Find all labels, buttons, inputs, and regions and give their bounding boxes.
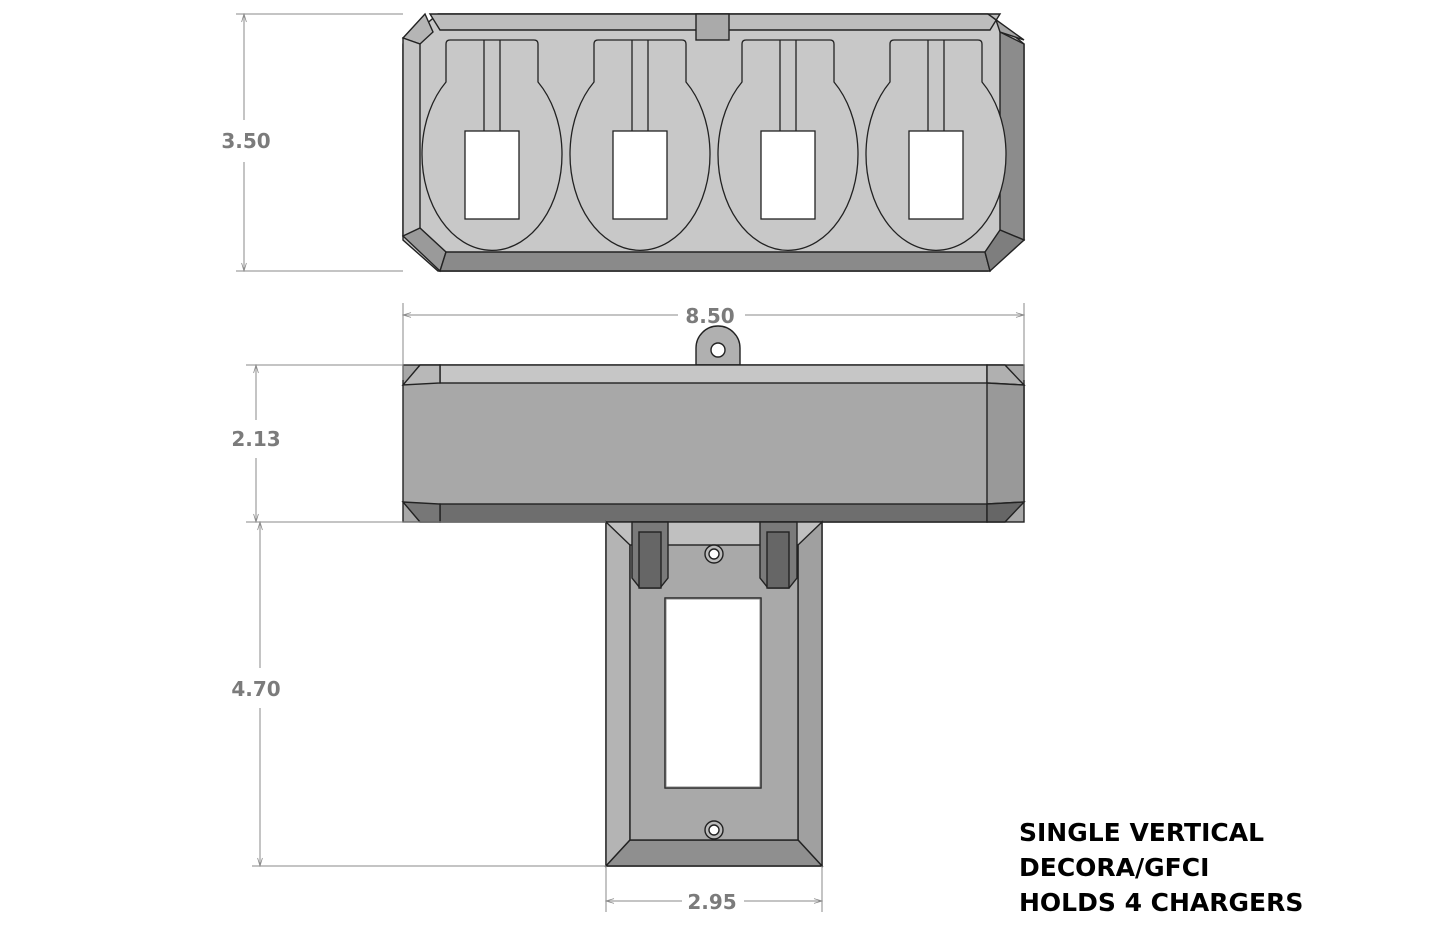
drawing-notes: SINGLE VERTICAL DECORA/GFCI HOLDS 4 CHAR… — [1019, 818, 1303, 917]
charger-pocket — [717, 39, 859, 252]
hanging-hole-icon — [710, 342, 726, 358]
dimension-2-13: 2.13 — [231, 365, 606, 522]
charger-pocket — [865, 39, 1007, 252]
note-line: DECORA/GFCI — [1019, 853, 1209, 882]
top-view — [401, 12, 1026, 273]
side-view — [401, 325, 1026, 523]
charger-cutout — [760, 130, 816, 220]
dimension-3-50: 3.50 — [221, 14, 403, 271]
top-knob — [695, 13, 730, 41]
side-body — [402, 364, 1025, 523]
side-chamfer — [986, 382, 1025, 505]
dimension-label: 4.70 — [231, 677, 280, 701]
side-chamfer — [986, 501, 1026, 523]
plate-bevel-bottom — [604, 839, 824, 867]
screw-hole-inner — [708, 548, 720, 560]
wall-plate — [604, 520, 824, 868]
charger-pockets — [421, 39, 1007, 252]
mount-block-left-face — [638, 531, 662, 589]
charger-cutout — [612, 130, 668, 220]
bottom-edge-band — [439, 251, 991, 272]
charger-pocket — [569, 39, 711, 252]
side-bottom-band — [439, 503, 988, 523]
corner-bevel — [984, 229, 1026, 273]
charger-cutout — [464, 130, 520, 220]
dimension-8-50: 8.50 — [403, 303, 1024, 380]
note-line: SINGLE VERTICAL — [1019, 818, 1264, 847]
left-bevel — [402, 37, 421, 237]
charger-pocket — [421, 39, 563, 252]
dimension-label: 2.95 — [687, 890, 736, 914]
charger-cutout — [908, 130, 964, 220]
side-chamfer — [401, 364, 441, 386]
note-line: HOLDS 4 CHARGERS — [1019, 888, 1303, 917]
decora-opening — [664, 597, 762, 789]
plate-bevel-left — [605, 520, 631, 868]
dimension-2-95: 2.95 — [606, 866, 822, 914]
screw-hole-inner — [708, 824, 720, 836]
side-top-band — [439, 364, 988, 384]
dimension-label: 8.50 — [685, 304, 734, 328]
dimension-label: 3.50 — [221, 129, 270, 153]
plate-bevel-right — [797, 520, 823, 868]
corner-bevel — [987, 13, 1025, 41]
decora-opening-edge — [665, 598, 761, 788]
mount-block-right-face — [766, 531, 790, 589]
dimension-4-70: 4.70 — [231, 522, 606, 866]
dimension-label: 2.13 — [231, 427, 280, 451]
